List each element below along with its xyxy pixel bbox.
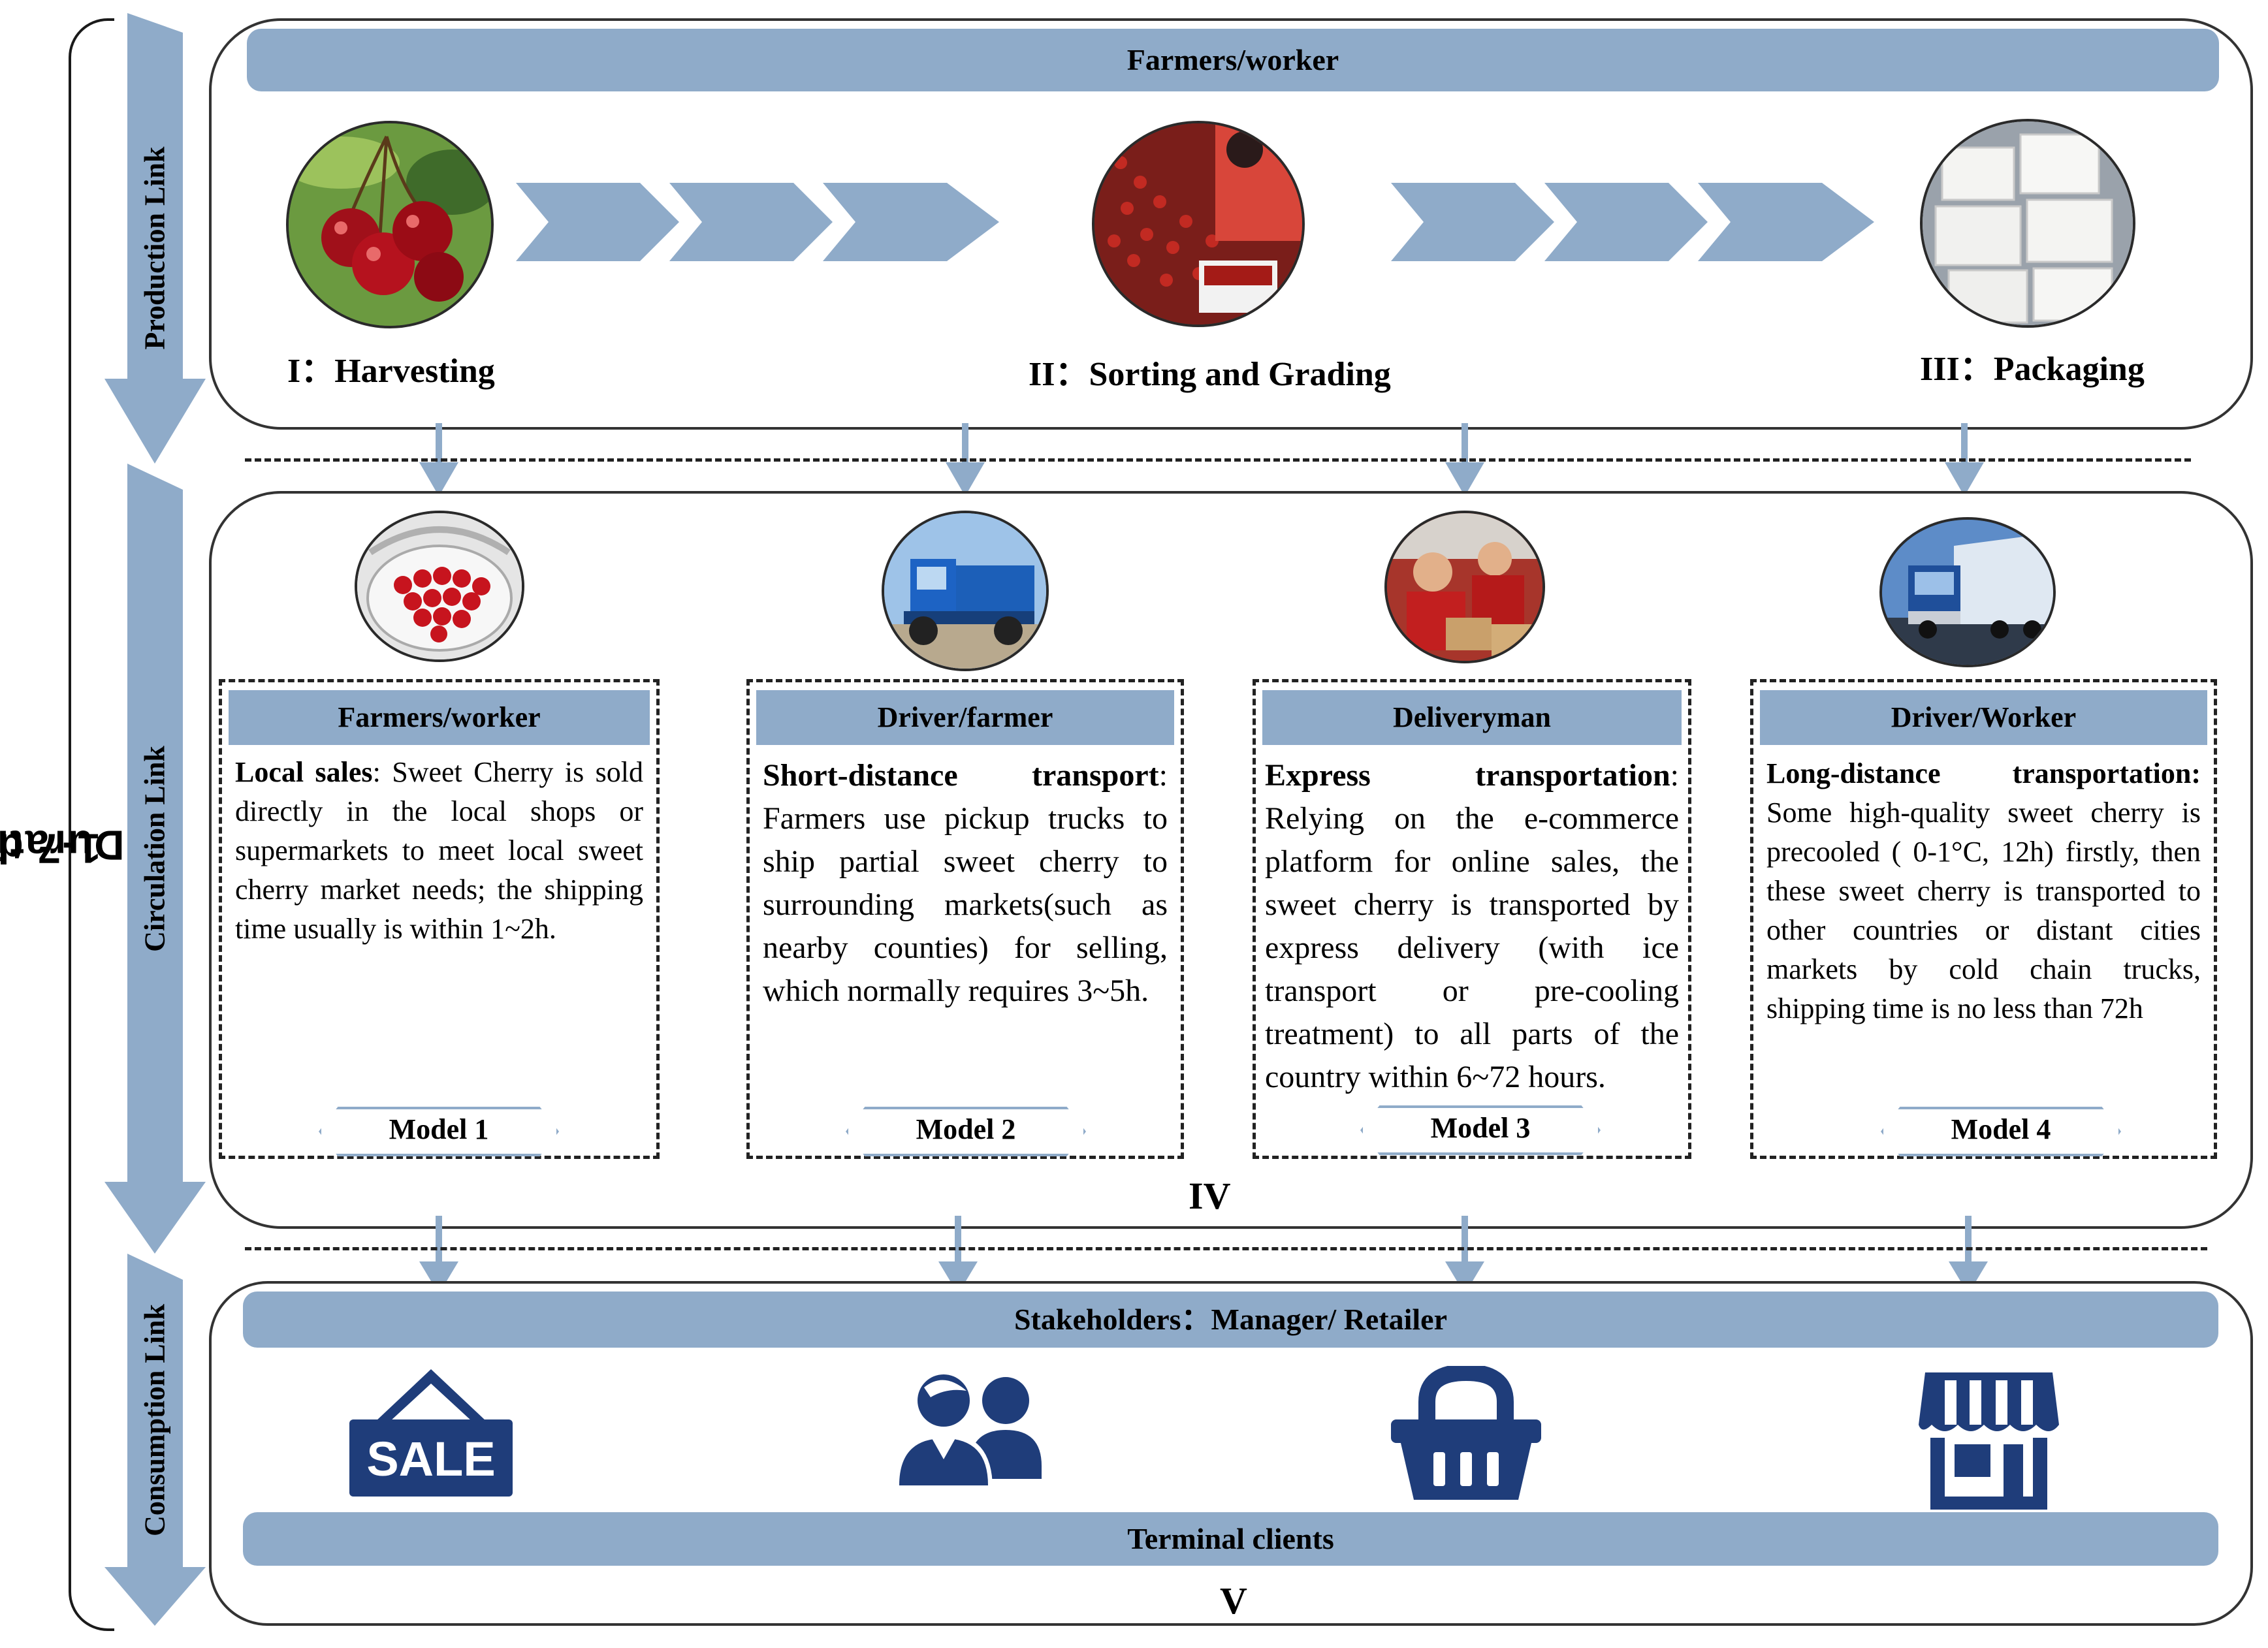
model3-head: Deliveryman	[1262, 690, 1682, 745]
numeral-v: V	[1220, 1579, 1247, 1622]
sorting-image	[1092, 121, 1305, 327]
packaging-image	[1920, 119, 2135, 328]
model4-text: Long-distance transportation: Some high-…	[1766, 757, 2201, 1024]
model2-tag: Model 2	[846, 1107, 1086, 1156]
numeral-iv: IV	[1189, 1175, 1231, 1217]
model2-text: Short-distance transport: Farmers use pi…	[763, 758, 1168, 1008]
chevron-arrows-1	[516, 183, 999, 261]
model3-image	[1384, 511, 1545, 663]
model3-text: Express transportation: Relying on the e…	[1265, 758, 1679, 1094]
model1-text: Local sales: Sweet Cherry is sold direct…	[235, 756, 643, 945]
down-arrows-2	[419, 1216, 1988, 1294]
production-bar: Farmers/worker	[247, 29, 2219, 91]
terminal-clients-bar: Terminal clients	[243, 1512, 2218, 1566]
people-icon	[891, 1368, 1048, 1492]
harvesting-image	[286, 121, 494, 328]
step-sorting: II：Sorting and Grading	[1029, 356, 1391, 393]
stakeholders-bar: Stakeholders：Manager/ Retailer	[243, 1291, 2218, 1348]
sale-sign-icon: SALE	[349, 1366, 513, 1497]
model2-box: Driver/farmer Short-distance transport: …	[746, 679, 1184, 1159]
sale-sign-text: SALE	[366, 1432, 495, 1486]
step-packaging: III：Packaging	[1920, 351, 2145, 388]
divider-1	[245, 458, 2191, 462]
model1-tag: Model 1	[319, 1107, 559, 1156]
step-harvesting: I：Harvesting	[287, 353, 495, 390]
model4-head: Driver/Worker	[1760, 690, 2207, 745]
down-arrows-1	[419, 423, 1984, 496]
model3-tag: Model 3	[1360, 1105, 1601, 1155]
divider-2	[245, 1247, 2207, 1250]
storefront-icon	[1919, 1372, 2059, 1510]
stage-arrows	[104, 13, 206, 1626]
model3-box: Deliveryman Express transportation: Rely…	[1253, 679, 1691, 1159]
model4-box: Driver/Worker Long-distance transportati…	[1750, 679, 2217, 1159]
model2-image	[882, 511, 1049, 671]
model1-image	[355, 511, 524, 662]
chevron-arrows-2	[1391, 183, 1874, 261]
model1-box: Farmers/worker Local sales: Sweet Cherry…	[219, 679, 660, 1159]
model4-image	[1879, 517, 2056, 667]
model2-head: Driver/farmer	[756, 690, 1174, 745]
model4-tag: Model 4	[1881, 1107, 2121, 1156]
model1-head: Farmers/worker	[229, 690, 650, 745]
shopping-basket-icon	[1391, 1363, 1541, 1503]
